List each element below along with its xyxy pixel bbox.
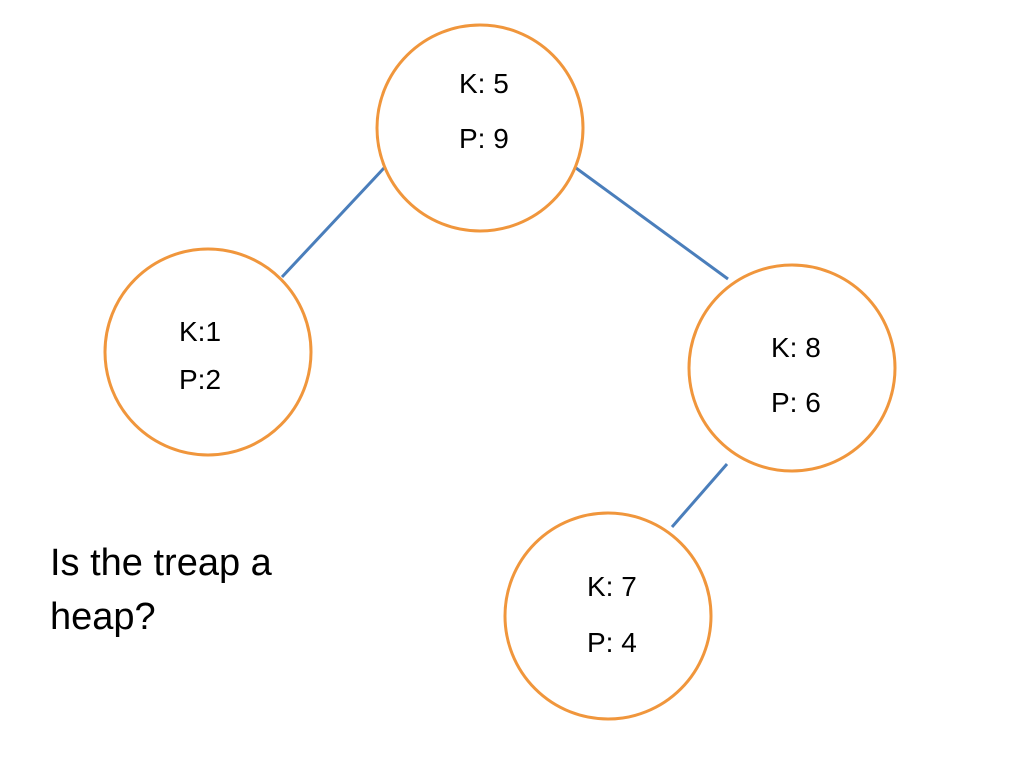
node-root: K: 5 P: 9 <box>375 23 585 233</box>
edge-right-rightleft <box>670 463 729 528</box>
node-root-priority: P: 9 <box>459 123 509 154</box>
node-right-key: K: 8 <box>771 332 821 363</box>
node-left-priority: P:2 <box>179 364 221 395</box>
question-line-2: heap? <box>50 596 156 638</box>
node-left: K:1 P:2 <box>103 247 313 457</box>
node-left-circle <box>103 247 313 457</box>
node-root-key: K: 5 <box>459 68 509 99</box>
node-right-priority: P: 6 <box>771 387 821 418</box>
node-right-left-key: K: 7 <box>587 571 637 602</box>
question-text: Is the treap a heap? <box>50 536 350 644</box>
question-line-1: Is the treap a <box>50 542 272 584</box>
node-right-circle <box>687 263 897 473</box>
node-right: K: 8 P: 6 <box>687 263 897 473</box>
node-right-left: K: 7 P: 4 <box>503 511 713 721</box>
edge-root-left <box>280 166 386 279</box>
node-left-key: K:1 <box>179 316 221 347</box>
node-right-left-priority: P: 4 <box>587 627 637 658</box>
node-root-circle <box>375 23 585 233</box>
node-right-left-circle <box>503 511 713 721</box>
edge-root-right <box>575 166 729 281</box>
